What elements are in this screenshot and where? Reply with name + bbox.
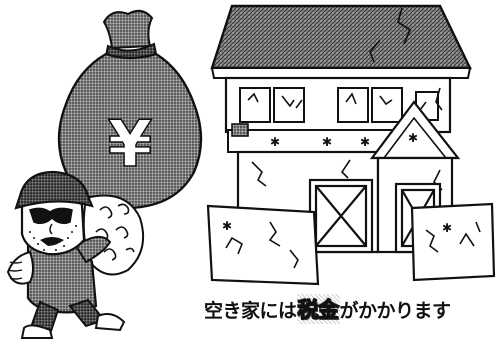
svg-text:✱: ✱ bbox=[322, 135, 332, 149]
yen-symbol: ¥ bbox=[108, 108, 153, 182]
caption-highlight-tax: 税金 bbox=[296, 294, 340, 324]
yen-money-bag-icon: ¥ bbox=[57, 9, 203, 210]
svg-text:✱: ✱ bbox=[442, 221, 452, 235]
thief-character bbox=[6, 170, 144, 339]
svg-text:✱: ✱ bbox=[222, 219, 232, 233]
abandoned-house: ✱ ✱ ✱ ✱ bbox=[206, 4, 496, 286]
caption-text: 空き家には税金がかかります bbox=[204, 292, 496, 326]
svg-text:✱: ✱ bbox=[408, 131, 418, 145]
svg-text:✱: ✱ bbox=[360, 135, 370, 149]
svg-text:✱: ✱ bbox=[270, 135, 280, 149]
caption-before: 空き家には bbox=[204, 299, 297, 322]
caption-after: がかかります bbox=[339, 299, 452, 322]
